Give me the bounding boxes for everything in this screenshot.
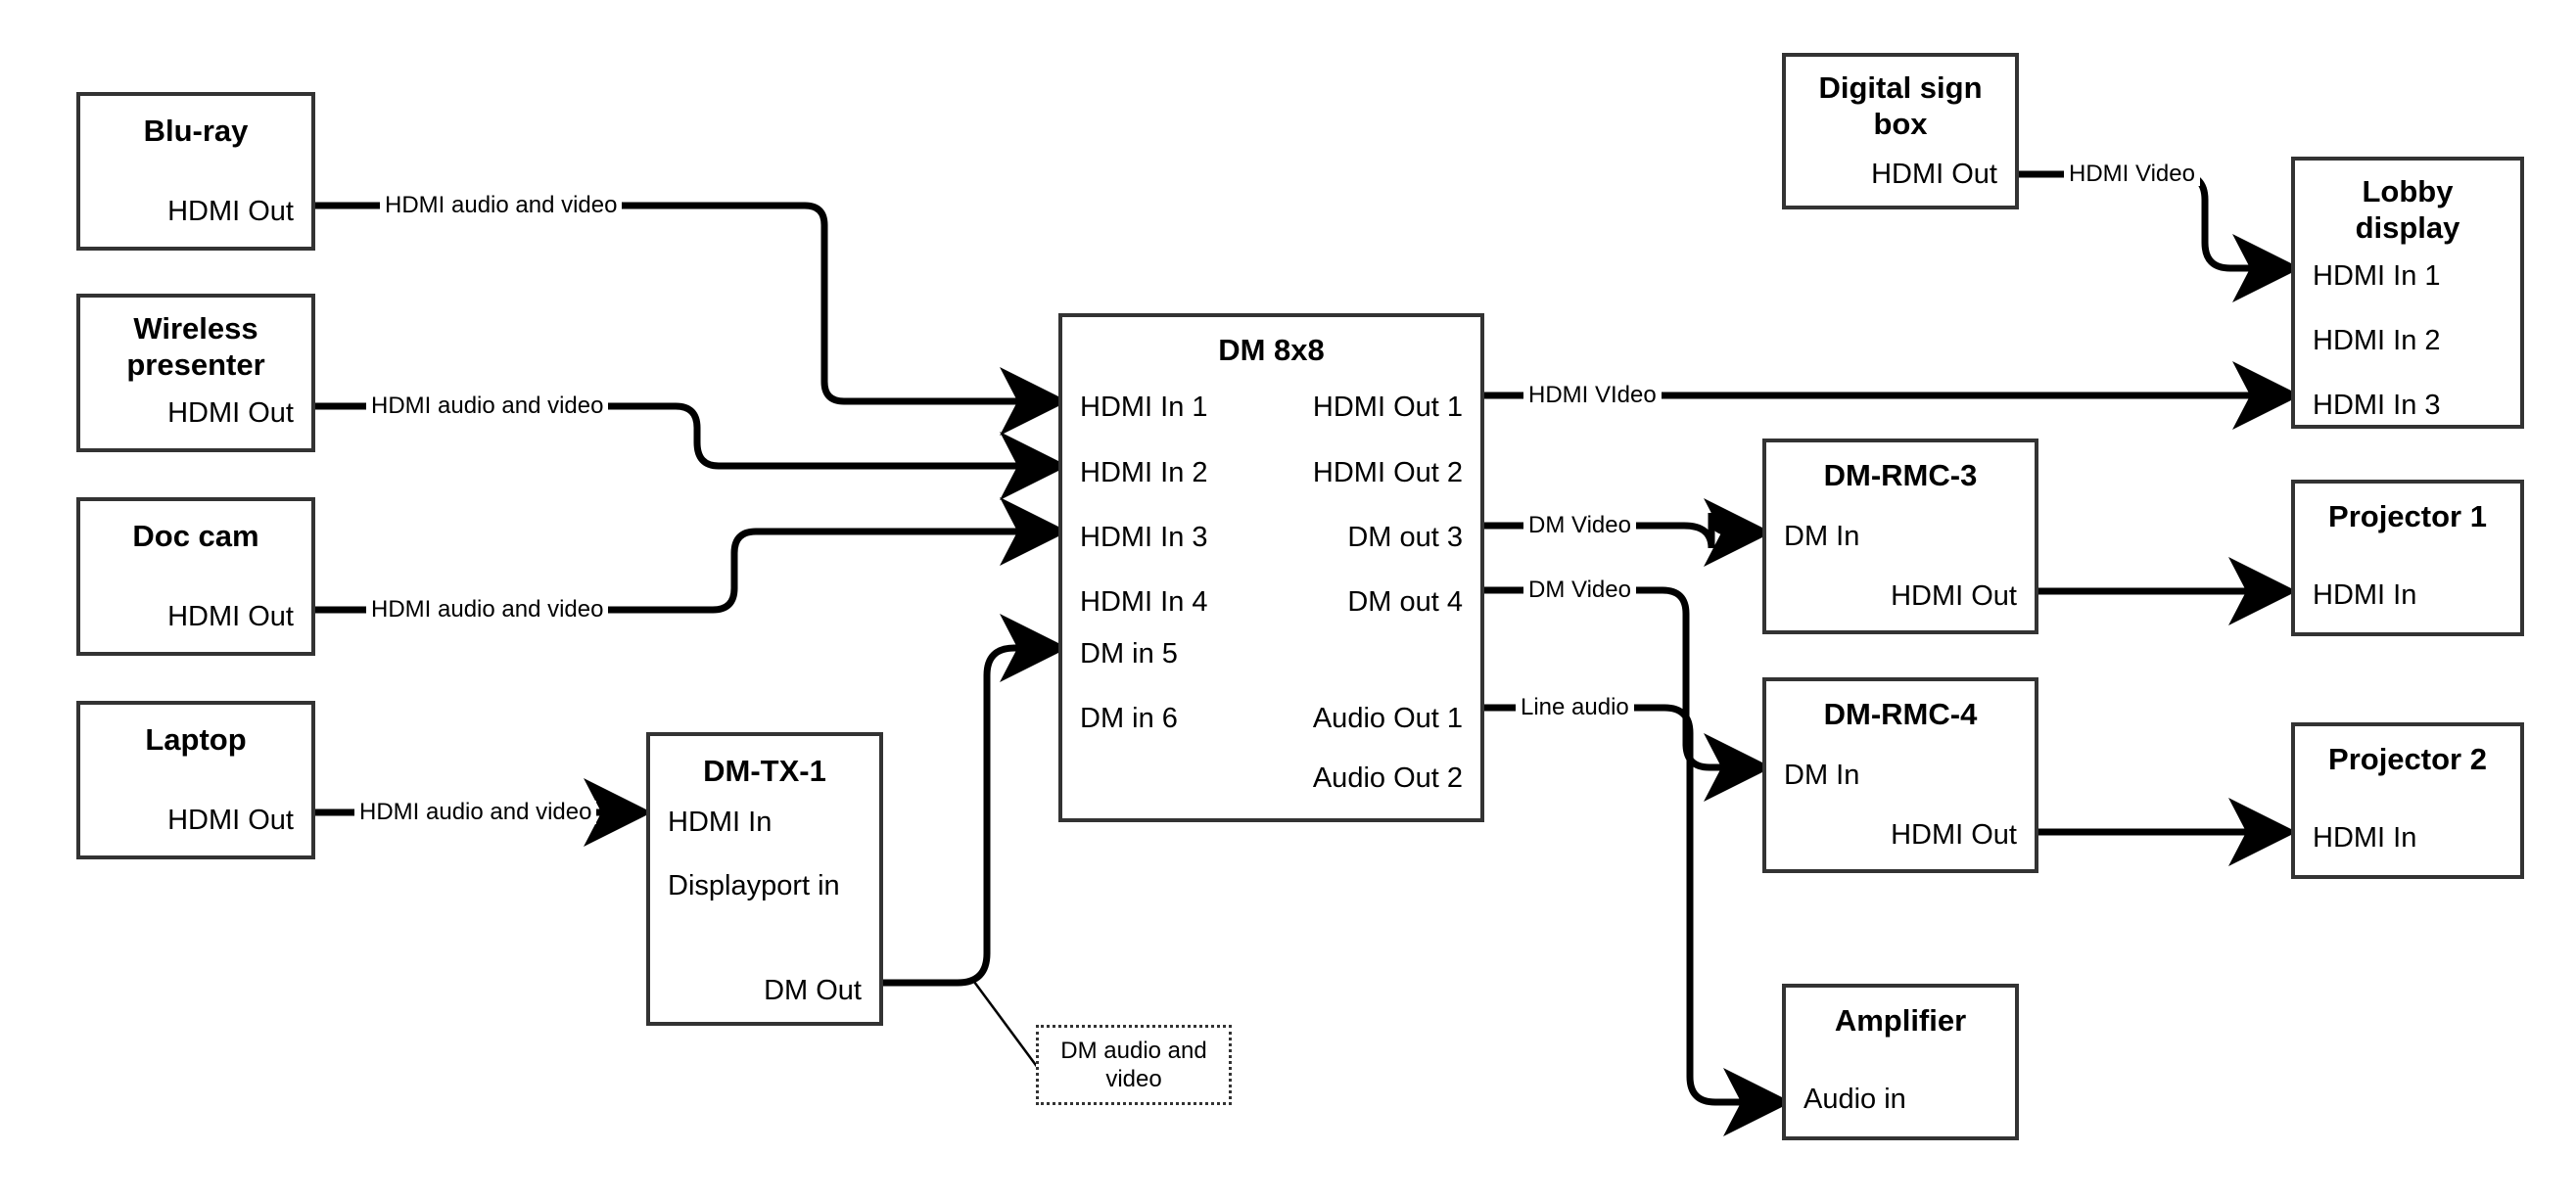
node-projector-1[interactable]: Projector 1 HDMI In: [2291, 480, 2524, 636]
node-dm-8x8-output-audio-out-1[interactable]: Audio Out 1: [1312, 703, 1463, 734]
node-dm-rmc-4-port-dm-in[interactable]: DM In: [1784, 760, 1860, 791]
node-dm-tx-1-port-hdmi-in[interactable]: HDMI In: [668, 807, 773, 838]
node-dm-rmc-3[interactable]: DM-RMC-3 DM In HDMI Out: [1762, 439, 2038, 634]
wire-label-laptop-to-tx: HDMI audio and video: [354, 801, 597, 824]
node-dm-rmc-4-port-hdmi-out[interactable]: HDMI Out: [1891, 819, 2017, 851]
wire-label-wireless-to-dm: HDMI audio and video: [366, 394, 609, 418]
wire-label-bluray-to-dm: HDMI audio and video: [380, 194, 623, 217]
node-doc-cam-title: Doc cam: [132, 519, 259, 553]
node-dm-rmc-3-title: DM-RMC-3: [1823, 458, 1978, 492]
node-bluray[interactable]: Blu-ray HDMI Out: [76, 92, 315, 251]
node-dm-tx-1-port-displayport-in[interactable]: Displayport in: [668, 870, 840, 901]
node-lobby-display-title-line1: Lobby: [2362, 174, 2454, 208]
node-doc-cam[interactable]: Doc cam HDMI Out: [76, 497, 315, 656]
node-dm-rmc-4-title: DM-RMC-4: [1823, 697, 1978, 731]
node-dm-8x8[interactable]: DM 8x8 HDMI In 1 HDMI In 2 HDMI In 3 HDM…: [1058, 313, 1484, 822]
node-lobby-display-input-hdmi-in-3[interactable]: HDMI In 3: [2313, 390, 2441, 421]
node-dm-8x8-output-hdmi-out-1[interactable]: HDMI Out 1: [1312, 392, 1463, 423]
wire-tx-dm-out-to-dm-in-5: [883, 614, 1068, 987]
node-projector-2[interactable]: Projector 2 HDMI In: [2291, 722, 2524, 879]
node-lobby-display-input-hdmi-in-2[interactable]: HDMI In 2: [2313, 325, 2441, 356]
node-dm-8x8-input-hdmi-in-4[interactable]: HDMI In 4: [1080, 586, 1208, 618]
node-laptop[interactable]: Laptop HDMI Out: [76, 701, 315, 859]
callout-leader-line: [972, 981, 1043, 1073]
node-dm-8x8-output-dm-out-3[interactable]: DM out 3: [1347, 522, 1463, 553]
node-dm-8x8-output-hdmi-out-2[interactable]: HDMI Out 2: [1312, 457, 1463, 488]
node-dm-8x8-input-hdmi-in-2[interactable]: HDMI In 2: [1080, 457, 1208, 488]
node-bluray-port-hdmi-out[interactable]: HDMI Out: [167, 196, 294, 227]
node-dm-rmc-3-port-hdmi-out[interactable]: HDMI Out: [1891, 580, 2017, 612]
node-laptop-title: Laptop: [145, 722, 247, 757]
wire-label-dm-out-4-to-rmc4: DM Video: [1523, 578, 1636, 602]
node-lobby-display-input-hdmi-in-1[interactable]: HDMI In 1: [2313, 260, 2441, 292]
node-projector-2-title: Projector 2: [2328, 742, 2487, 776]
node-wireless-presenter-title-line1: Wireless: [133, 311, 258, 346]
node-dm-8x8-input-hdmi-in-1[interactable]: HDMI In 1: [1080, 392, 1208, 423]
wire-sign-to-lobby-in-1: [2019, 170, 2301, 302]
wire-audio-out-1-to-amplifier: [1484, 704, 1792, 1136]
node-amplifier[interactable]: Amplifier Audio in: [1782, 984, 2019, 1140]
node-dm-rmc-4[interactable]: DM-RMC-4 DM In HDMI Out: [1762, 677, 2038, 873]
node-laptop-port-hdmi-out[interactable]: HDMI Out: [167, 805, 294, 836]
node-dm-8x8-title: DM 8x8: [1218, 333, 1325, 367]
wire-label-dm-out-3-to-rmc3: DM Video: [1523, 514, 1636, 537]
node-amplifier-title: Amplifier: [1834, 1003, 1967, 1038]
wire-label-sign-to-lobby: HDMI Video: [2064, 162, 2200, 186]
wire-label-hdmi-out-1-to-lobby: HDMI VIdeo: [1523, 384, 1662, 407]
node-digital-sign-box-port-hdmi-out[interactable]: HDMI Out: [1871, 159, 1997, 190]
callout-dm-audio-and-video: DM audio and video: [1036, 1025, 1232, 1105]
node-digital-sign-box-title-line1: Digital sign: [1818, 70, 1983, 105]
wire-bluray-to-hdmi-in-1: [315, 202, 1068, 436]
node-wireless-presenter[interactable]: Wireless presenter HDMI Out: [76, 294, 315, 452]
node-dm-tx-1-port-dm-out[interactable]: DM Out: [764, 975, 862, 1006]
node-bluray-title: Blu-ray: [143, 114, 249, 148]
node-dm-8x8-input-hdmi-in-3[interactable]: HDMI In 3: [1080, 522, 1208, 553]
node-amplifier-port-audio-in[interactable]: Audio in: [1803, 1084, 1906, 1115]
node-projector-2-port-hdmi-in[interactable]: HDMI In: [2313, 822, 2417, 854]
node-wireless-presenter-port-hdmi-out[interactable]: HDMI Out: [167, 397, 294, 429]
node-doc-cam-port-hdmi-out[interactable]: HDMI Out: [167, 601, 294, 632]
node-dm-8x8-output-audio-out-2[interactable]: Audio Out 2: [1312, 762, 1463, 794]
wire-label-doccam-to-dm: HDMI audio and video: [366, 598, 609, 622]
node-digital-sign-box[interactable]: Digital sign box HDMI Out: [1782, 53, 2019, 209]
node-projector-1-port-hdmi-in[interactable]: HDMI In: [2313, 579, 2417, 611]
node-dm-rmc-3-port-dm-in[interactable]: DM In: [1784, 521, 1860, 552]
wire-dm-out-4-to-rmc4: [1484, 586, 1772, 802]
node-dm-8x8-input-dm-in-5[interactable]: DM in 5: [1080, 638, 1178, 670]
node-wireless-presenter-title-line2: presenter: [126, 346, 265, 382]
node-projector-1-title: Projector 1: [2328, 499, 2487, 533]
node-lobby-display[interactable]: Lobby display HDMI In 1 HDMI In 2 HDMI I…: [2291, 157, 2524, 429]
node-digital-sign-box-title-line2: box: [1873, 106, 1928, 141]
node-dm-8x8-output-dm-out-4[interactable]: DM out 4: [1347, 586, 1463, 618]
node-dm-tx-1[interactable]: DM-TX-1 HDMI In Displayport in DM Out: [646, 732, 883, 1026]
node-dm-tx-1-title: DM-TX-1: [703, 754, 826, 788]
node-dm-8x8-input-dm-in-6[interactable]: DM in 6: [1080, 703, 1178, 734]
wire-label-audio-out-1-to-amplifier: Line audio: [1516, 696, 1634, 719]
node-lobby-display-title-line2: display: [2355, 209, 2460, 245]
